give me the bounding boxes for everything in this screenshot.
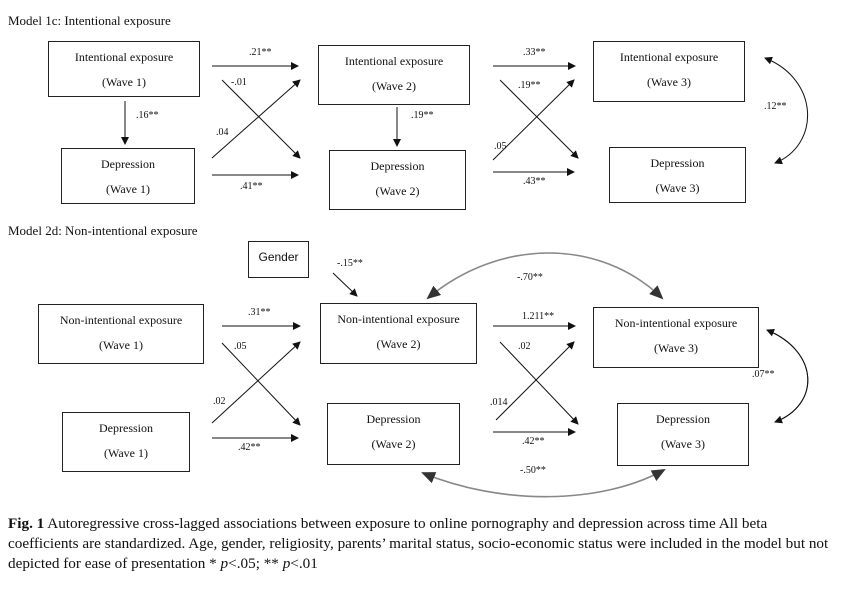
arrow-ie1-d2 [221, 79, 301, 159]
box-wave: (Wave 1) [105, 182, 150, 196]
box-label: Intentional exposure [74, 50, 174, 64]
coef-ne1-ne2: .31** [248, 307, 271, 318]
box-label: Non-intentional exposure [337, 312, 460, 326]
box-label: Depression [370, 159, 425, 173]
coef-ie2-ie3: .33** [523, 47, 546, 58]
coef-ie1-ie2: .21** [249, 47, 272, 58]
box-depression-wave1-model2: Depression (Wave 1) [62, 412, 190, 472]
box-label: Depression [101, 157, 155, 171]
curve-d2-d3 [421, 469, 666, 498]
curve-ie3-d3 [764, 56, 808, 165]
model2-title: Model 2d: Non-intentional exposure [8, 223, 198, 238]
coef-d2-ne3: .014 [490, 397, 508, 408]
arrow-d1-ne2 [211, 341, 301, 424]
arrow-ne1-d2 [221, 342, 301, 426]
coef-ne2-ne3-curve: -.70** [517, 272, 543, 283]
coef-d2-d3: .42** [522, 436, 545, 447]
caption-p2: p [282, 555, 291, 572]
arrow-d2-ne3 [495, 341, 575, 421]
coef-d2-d3-curve: -.50** [520, 465, 546, 476]
coef-d2-ie3: .05 [494, 141, 507, 152]
arrow-d2-ie3 [492, 79, 575, 161]
box-label: Intentional exposure [619, 50, 719, 64]
coef-ie3-d3: .12** [764, 101, 787, 112]
box-non-intentional-exposure-wave2: Non-intentional exposure (Wave 2) [320, 303, 477, 364]
box-wave: (Wave 3) [655, 181, 700, 195]
box-intentional-exposure-wave2: Intentional exposure (Wave 2) [318, 45, 470, 105]
model1-title: Model 1c: Intentional exposure [8, 13, 171, 28]
coef-ie2-d2: .19** [411, 110, 434, 121]
box-depression-wave1: Depression (Wave 1) [61, 148, 195, 204]
box-label: Depression [650, 156, 705, 170]
curve-ne2-ne3 [426, 252, 664, 300]
arrow-gender-ne2 [332, 272, 358, 297]
box-wave: (Wave 2) [371, 79, 416, 93]
box-intentional-exposure-wave3: Intentional exposure (Wave 3) [593, 41, 745, 102]
box-label: Depression [366, 412, 421, 426]
box-label: Intentional exposure [344, 54, 444, 68]
box-label: Depression [656, 412, 710, 426]
box-depression-wave3-model2: Depression (Wave 3) [617, 403, 749, 466]
box-label: Non-intentional exposure [59, 313, 183, 327]
box-wave: (Wave 3) [660, 437, 705, 451]
coef-ie1-d1: .16** [136, 110, 159, 121]
figure-label: Fig. 1 [8, 515, 45, 532]
box-depression-wave3: Depression (Wave 3) [609, 147, 746, 203]
coef-ne2-d3: .02 [518, 341, 531, 352]
caption-text: Autoregressive cross-lagged associations… [8, 515, 829, 572]
coef-ie1-d2: -.01 [231, 77, 247, 88]
coef-d1-d2: .42** [238, 442, 261, 453]
box-non-intentional-exposure-wave1: Non-intentional exposure (Wave 1) [38, 304, 204, 364]
coef-ne2-ne3: 1.211** [522, 311, 555, 322]
coef-d1-ne2: .02 [213, 396, 226, 407]
box-wave: (Wave 1) [101, 75, 146, 89]
box-wave: (Wave 3) [653, 341, 698, 355]
box-depression-wave2: Depression (Wave 2) [329, 150, 466, 210]
arrow-ne2-d3 [499, 341, 579, 425]
box-wave: (Wave 3) [646, 75, 691, 89]
box-intentional-exposure-wave1: Intentional exposure (Wave 1) [48, 41, 200, 97]
box-wave: (Wave 1) [103, 446, 148, 460]
box-gender: Gender [248, 241, 309, 278]
coef-d1-ie2: .04 [216, 127, 229, 138]
box-wave: (Wave 2) [375, 184, 420, 198]
coef-ie2-d3: .19** [518, 80, 541, 91]
box-non-intentional-exposure-wave3: Non-intentional exposure (Wave 3) [593, 307, 759, 368]
box-label: Depression [99, 421, 153, 435]
box-label: Non-intentional exposure [614, 316, 738, 330]
box-wave: (Wave 2) [376, 337, 421, 351]
coef-ne1-d2: .05 [234, 341, 247, 352]
caption-mid: <.05; ** [228, 555, 279, 572]
caption-end: <.01 [290, 555, 318, 572]
arrow-d1-ie2 [211, 79, 301, 159]
box-wave: (Wave 1) [98, 338, 143, 352]
coef-ne3-d3: .07** [752, 369, 775, 380]
arrow-ie2-d3 [499, 79, 579, 159]
coef-d2-d3: .43** [523, 176, 546, 187]
box-depression-wave2-model2: Depression (Wave 2) [327, 403, 460, 465]
figure-caption: Fig. 1 Autoregressive cross-lagged assoc… [8, 514, 834, 574]
caption-p1: p [220, 555, 229, 572]
coef-d1-d2: .41** [240, 181, 263, 192]
coef-gender-ne2: -.15** [337, 258, 363, 269]
box-wave: (Wave 2) [371, 437, 416, 451]
